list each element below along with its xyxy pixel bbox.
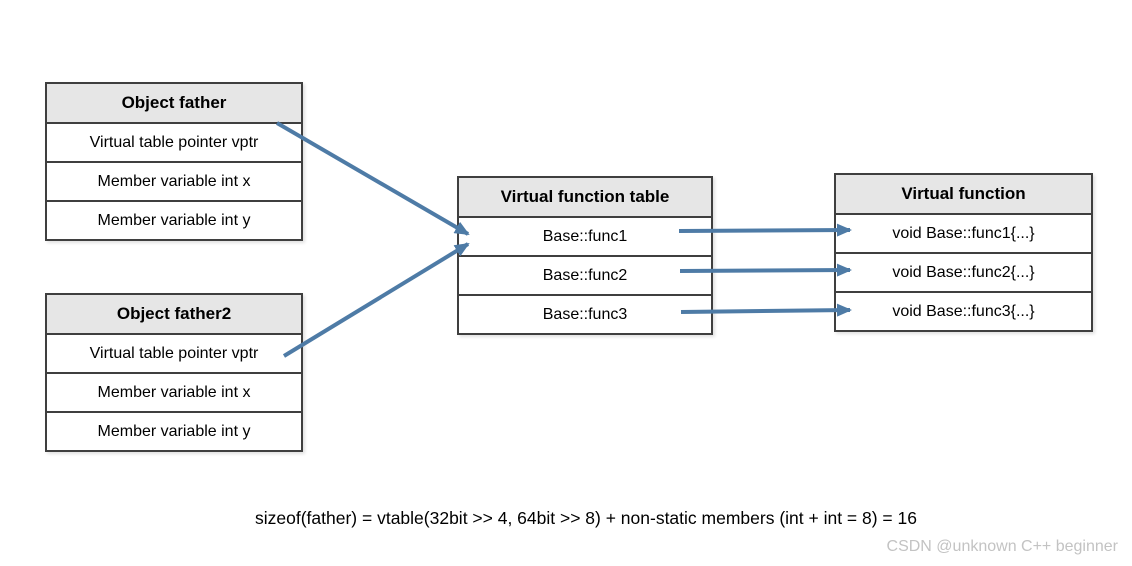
table-header-vfunc: Virtual function — [836, 175, 1091, 213]
table-header-object-father: Object father — [47, 84, 301, 122]
table-row-member-x: Member variable int x — [47, 372, 301, 411]
table-header-vftable: Virtual function table — [459, 178, 711, 216]
table-row-func2: Base::func2 — [459, 255, 711, 294]
table-row-func3: Base::func3 — [459, 294, 711, 333]
table-object-father: Object father Virtual table pointer vptr… — [45, 82, 303, 241]
table-row-vptr: Virtual table pointer vptr — [47, 122, 301, 161]
table-object-father2: Object father2 Virtual table pointer vpt… — [45, 293, 303, 452]
table-virtual-function: Virtual function void Base::func1{...} v… — [834, 173, 1093, 332]
table-row-func1-impl: void Base::func1{...} — [836, 213, 1091, 252]
table-virtual-function-table: Virtual function table Base::func1 Base:… — [457, 176, 713, 335]
sizeof-formula-caption: sizeof(father) = vtable(32bit >> 4, 64bi… — [255, 508, 917, 528]
csdn-watermark: CSDN @unknown C++ beginner — [886, 538, 1118, 555]
arrow-father-vptr-to-vtable-icon — [275, 121, 470, 236]
table-row-member-x: Member variable int x — [47, 161, 301, 200]
table-row-func3-impl: void Base::func3{...} — [836, 291, 1091, 330]
table-row-func2-impl: void Base::func2{...} — [836, 252, 1091, 291]
table-header-object-father2: Object father2 — [47, 295, 301, 333]
arrow-father2-vptr-to-vtable-icon — [282, 242, 470, 358]
table-row-vptr: Virtual table pointer vptr — [47, 333, 301, 372]
table-row-func1: Base::func1 — [459, 216, 711, 255]
table-row-member-y: Member variable int y — [47, 200, 301, 239]
table-row-member-y: Member variable int y — [47, 411, 301, 450]
